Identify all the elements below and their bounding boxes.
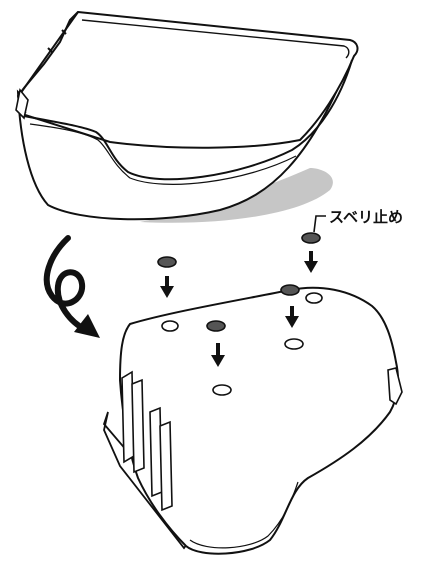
pad-loose-right [301,232,321,244]
down-arrow-icon [304,251,318,273]
base-hole-top-right [305,292,323,304]
down-arrow-icon [160,276,174,298]
fin-4 [159,420,173,512]
litter-box-flipped [102,284,403,555]
flipped-right-tab [387,367,403,406]
pad-loose-left [157,256,177,268]
down-arrow-icon [285,306,299,328]
box-rim-inner [81,19,350,59]
down-arrow-icon [211,343,225,367]
flipped-inner-edge [189,481,299,549]
litter-box-upright [15,10,359,223]
callout-label: スベリ止め [329,208,403,226]
fin-2 [131,378,145,474]
flip-arrow-head [74,314,100,338]
base-hole-right [284,338,304,350]
flip-arrow-stroke [43,235,89,333]
pads-and-arrows [157,232,321,367]
flipped-body [118,286,399,555]
box-shadow [140,168,333,223]
box-left-notch-2 [61,29,67,35]
callout-leader-line [313,215,326,233]
base-hole-center [212,384,232,396]
pad-placed-center [206,320,226,332]
box-rim [18,10,359,149]
box-left-notch-1 [47,47,53,53]
base-hole-left [161,320,179,332]
pad-placed-right [280,284,300,296]
box-left-clip [15,88,29,120]
curved-flip-arrow-icon [43,235,100,338]
callout: スベリ止め [313,208,403,233]
box-front-lip [23,59,353,181]
box-front-lip-inner [29,123,297,185]
